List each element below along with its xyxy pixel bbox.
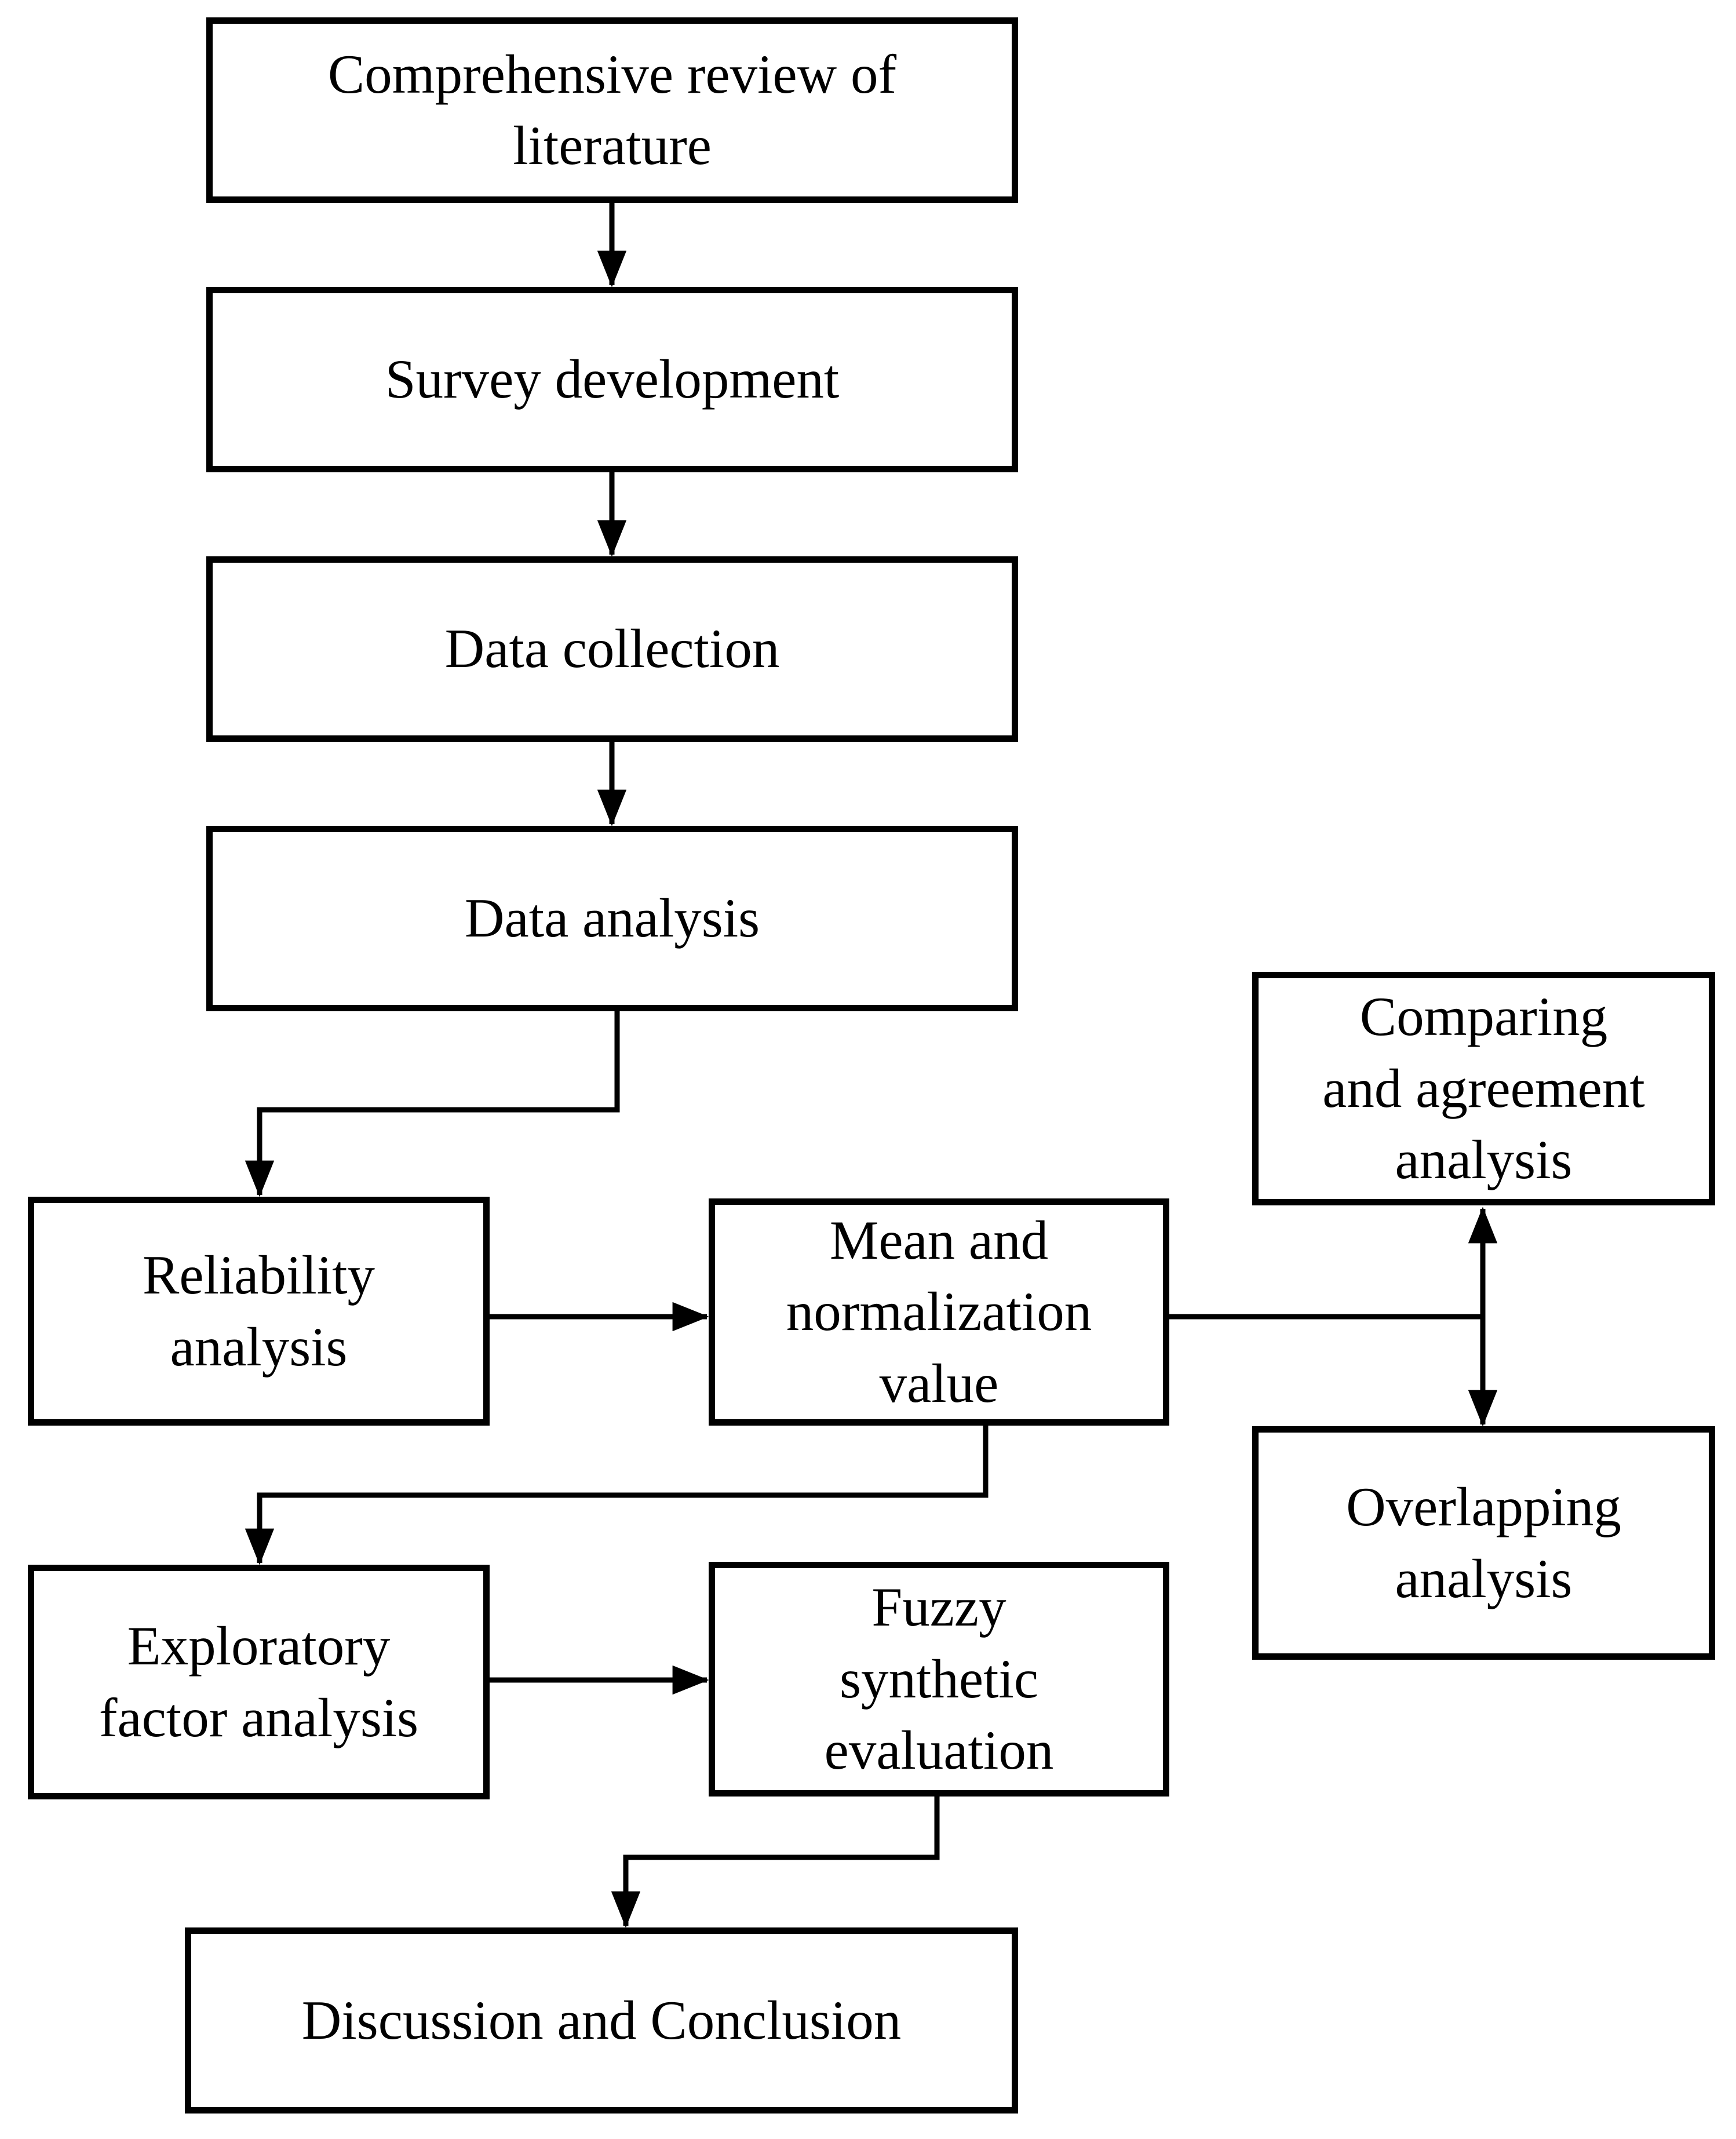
- node-overlapping-analysis: Overlapping analysis: [1252, 1426, 1715, 1660]
- node-mean-normalization-value: Mean and normalization value: [709, 1198, 1169, 1426]
- node-data-collection-label: Data collection: [444, 618, 780, 680]
- node-comparing-agreement-analysis-label: Comparing and agreement analysis: [1322, 986, 1645, 1191]
- node-data-analysis: Data analysis: [206, 826, 1018, 1011]
- node-exploratory-factor-analysis: Exploratory factor analysis: [28, 1565, 490, 1799]
- node-discussion-and-conclusion-label: Discussion and Conclusion: [301, 1989, 902, 2051]
- node-mean-normalization-value-label: Mean and normalization value: [786, 1209, 1092, 1414]
- node-data-analysis-label: Data analysis: [464, 887, 760, 949]
- edge-analysis-to-reliability: [245, 1008, 620, 1197]
- node-comparing-agreement-analysis: Comparing and agreement analysis: [1252, 972, 1715, 1205]
- node-fuzzy-synthetic-evaluation: Fuzzy synthetic evaluation: [709, 1562, 1169, 1797]
- edge-mean-to-exploratory: [245, 1421, 989, 1565]
- node-exploratory-factor-analysis-label: Exploratory factor analysis: [99, 1615, 419, 1748]
- node-comprehensive-review-label: Comprehensive review of literature: [327, 43, 897, 177]
- node-reliability-analysis-label: Reliability analysis: [142, 1244, 375, 1378]
- node-data-collection: Data collection: [206, 556, 1018, 742]
- node-survey-development-label: Survey development: [385, 348, 840, 410]
- node-reliability-analysis: Reliability analysis: [28, 1197, 490, 1426]
- node-fuzzy-synthetic-evaluation-label: Fuzzy synthetic evaluation: [824, 1576, 1054, 1781]
- node-overlapping-analysis-label: Overlapping analysis: [1346, 1476, 1621, 1609]
- edge-fuzzy-to-discussion: [611, 1793, 940, 1928]
- node-comprehensive-review: Comprehensive review of literature: [206, 17, 1018, 203]
- node-survey-development: Survey development: [206, 287, 1018, 472]
- node-discussion-and-conclusion: Discussion and Conclusion: [185, 1927, 1018, 2114]
